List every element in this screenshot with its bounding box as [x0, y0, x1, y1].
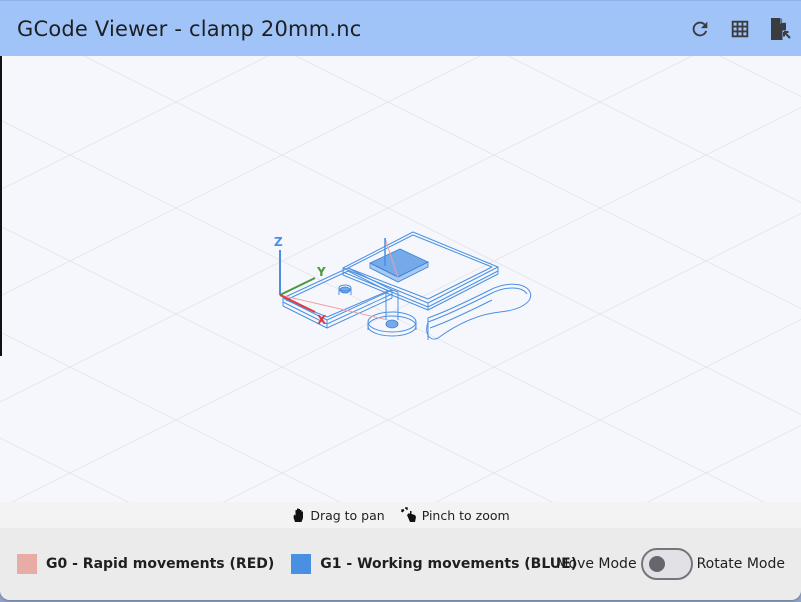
pan-hint: Drag to pan: [291, 507, 385, 523]
zoom-hint-label: Pinch to zoom: [421, 507, 510, 523]
mode-switch-group: Move Mode Rotate Mode: [556, 528, 785, 600]
pinch-icon: [400, 507, 416, 522]
header-actions: [680, 1, 801, 57]
grid-icon: [731, 20, 749, 38]
rapid-moves: [279, 237, 399, 321]
axis-gizmo: Z Y X: [274, 235, 327, 327]
move-mode-label: Move Mode: [556, 556, 637, 572]
refresh-button[interactable]: [680, 9, 720, 49]
window-title: GCode Viewer - clamp 20mm.nc: [17, 16, 362, 41]
open-file-button[interactable]: [760, 9, 800, 49]
3d-viewport[interactable]: Z Y X: [0, 56, 801, 502]
pocket-hatch: [339, 248, 429, 329]
window-edge: [0, 56, 2, 356]
legend-bar: G0 - Rapid movements (RED) G1 - Working …: [0, 528, 801, 600]
file-open-icon: [771, 18, 791, 40]
legend-label-g1: G1 - Working movements (BLUE): [320, 556, 578, 572]
title-bar: GCode Viewer - clamp 20mm.nc: [0, 0, 801, 56]
y-axis-label: Y: [316, 265, 326, 279]
rapid-color-swatch: [17, 554, 37, 574]
z-axis-label: Z: [274, 235, 283, 249]
ground-grid: [0, 56, 801, 502]
hint-bar: Drag to pan Pinch to zoom: [0, 502, 801, 528]
hand-icon: [293, 508, 304, 522]
legend-label-g0: G0 - Rapid movements (RED): [46, 556, 275, 572]
legend-item-g0: G0 - Rapid movements (RED): [17, 554, 274, 574]
legend-item-g1: G1 - Working movements (BLUE): [291, 554, 577, 574]
pan-hint-label: Drag to pan: [310, 507, 385, 523]
toggle-knob: [648, 556, 665, 572]
x-axis-label: X: [317, 313, 327, 327]
rotate-mode-label: Rotate Mode: [696, 556, 785, 572]
scene-canvas[interactable]: Z Y X: [0, 56, 801, 502]
grid-toggle-button[interactable]: [720, 9, 760, 49]
mode-toggle[interactable]: [640, 548, 693, 580]
zoom-hint: Pinch to zoom: [400, 507, 510, 523]
toolpath-model: [282, 231, 532, 340]
working-color-swatch: [291, 554, 312, 574]
refresh-icon: [692, 21, 708, 37]
